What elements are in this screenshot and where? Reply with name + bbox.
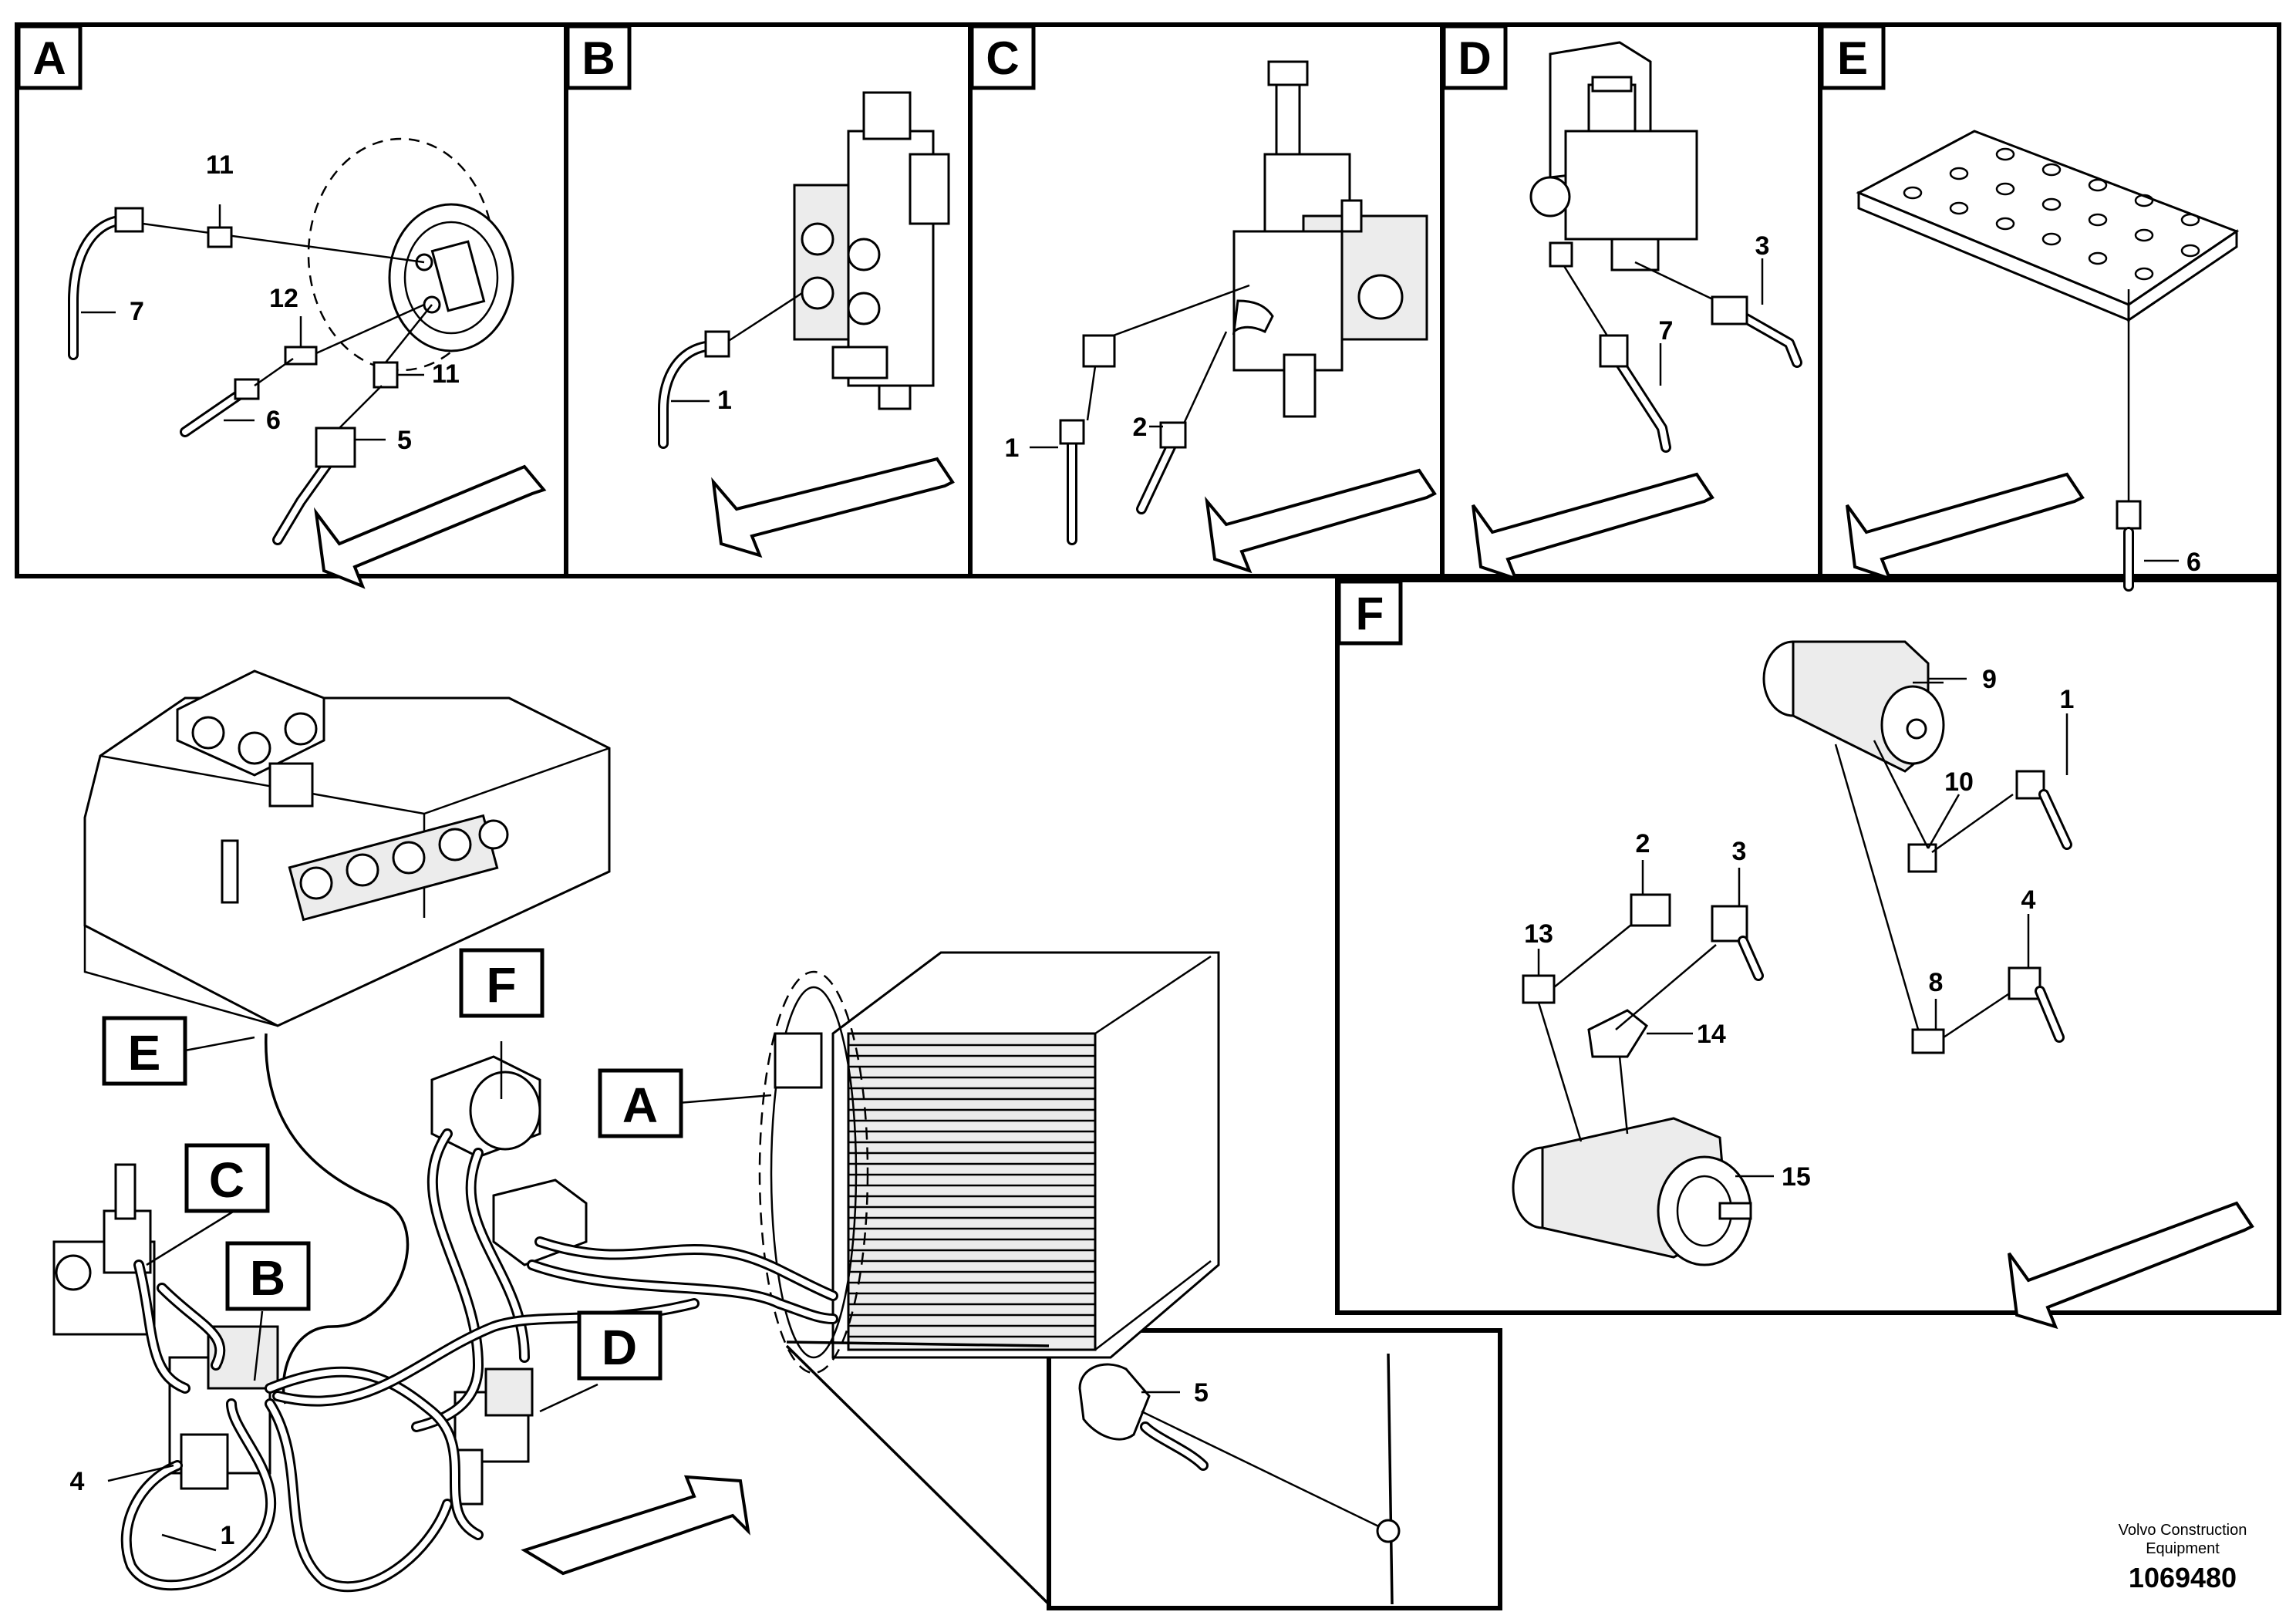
svg-text:A: A <box>32 32 66 84</box>
brand-line-1: Volvo Construction <box>2119 1522 2247 1539</box>
panel-b-label: B <box>565 24 632 90</box>
svg-text:F: F <box>1356 588 1384 639</box>
panel-e-art <box>1846 130 2240 592</box>
svg-text:E: E <box>1837 32 1868 84</box>
overview-label-a: A <box>598 1068 683 1138</box>
panel-f-callout-9: 9 <box>1982 665 1997 694</box>
panel-a-callout-6: 6 <box>266 406 281 435</box>
detail-art <box>1078 1353 1401 1605</box>
svg-text:A: A <box>622 1077 658 1133</box>
panel-a-callout-11-right: 11 <box>432 359 460 389</box>
panel-c-callout-1: 1 <box>1005 433 1020 463</box>
overview-art <box>52 669 1220 1606</box>
panel-e-frame <box>1818 22 2281 578</box>
panel-d-callout-7: 7 <box>1659 316 1674 346</box>
svg-text:B: B <box>582 32 615 84</box>
overview-label-e: E <box>102 1016 187 1086</box>
panel-a-callout-7: 7 <box>130 297 144 326</box>
panel-f-callout-4: 4 <box>2021 885 2036 915</box>
panel-f-frame <box>1335 578 2281 1315</box>
panel-a-callout-11-top: 11 <box>206 150 234 180</box>
panel-f-callout-8: 8 <box>1929 968 1944 997</box>
svg-text:F: F <box>486 957 516 1013</box>
panel-e-label: E <box>1819 24 1886 90</box>
svg-text:D: D <box>1458 32 1491 84</box>
panel-f-callout-2: 2 <box>1636 829 1650 858</box>
panel-f-art <box>1512 640 2254 1330</box>
overview-callout-1: 1 <box>221 1521 235 1550</box>
svg-text:B: B <box>250 1250 285 1306</box>
overview-callout-4: 4 <box>70 1467 85 1496</box>
panel-a-label: A <box>16 24 83 90</box>
svg-text:C: C <box>986 32 1019 84</box>
svg-text:C: C <box>209 1152 244 1208</box>
panel-f-callout-15: 15 <box>1782 1162 1811 1192</box>
panel-f-callout-1: 1 <box>2060 685 2075 714</box>
overview-label-b: B <box>225 1241 311 1311</box>
panel-c-label: C <box>969 24 1036 90</box>
detail-panel-frame <box>1047 1328 1502 1610</box>
panel-c-art <box>1030 60 1437 574</box>
panel-a-callout-12: 12 <box>269 284 298 313</box>
brand-line-2: Equipment <box>2146 1540 2220 1557</box>
document-number: 1069480 <box>2129 1562 2237 1593</box>
overview-label-c: C <box>184 1143 270 1213</box>
detail-callout-5: 5 <box>1194 1378 1209 1408</box>
panel-f-callout-10: 10 <box>1944 767 1974 797</box>
overview-label-f: F <box>459 948 544 1018</box>
panel-a-callout-5: 5 <box>397 426 412 455</box>
svg-text:D: D <box>602 1320 637 1375</box>
panel-b-art <box>658 91 955 558</box>
panel-f-callout-13: 13 <box>1524 919 1553 949</box>
panel-f-label: F <box>1337 579 1403 646</box>
panel-b-callout-1: 1 <box>717 386 732 415</box>
panel-f-callout-14: 14 <box>1697 1020 1726 1049</box>
panel-c-callout-2: 2 <box>1133 413 1148 442</box>
overview-label-d: D <box>577 1310 663 1381</box>
panel-d-art <box>1472 41 1802 582</box>
panel-d-callout-3: 3 <box>1755 231 1770 261</box>
panel-a-art <box>68 137 547 589</box>
panel-f-callout-3: 3 <box>1732 837 1747 866</box>
svg-text:E: E <box>128 1025 161 1081</box>
panel-e-callout-6: 6 <box>2186 548 2201 577</box>
panel-d-label: D <box>1441 24 1508 90</box>
